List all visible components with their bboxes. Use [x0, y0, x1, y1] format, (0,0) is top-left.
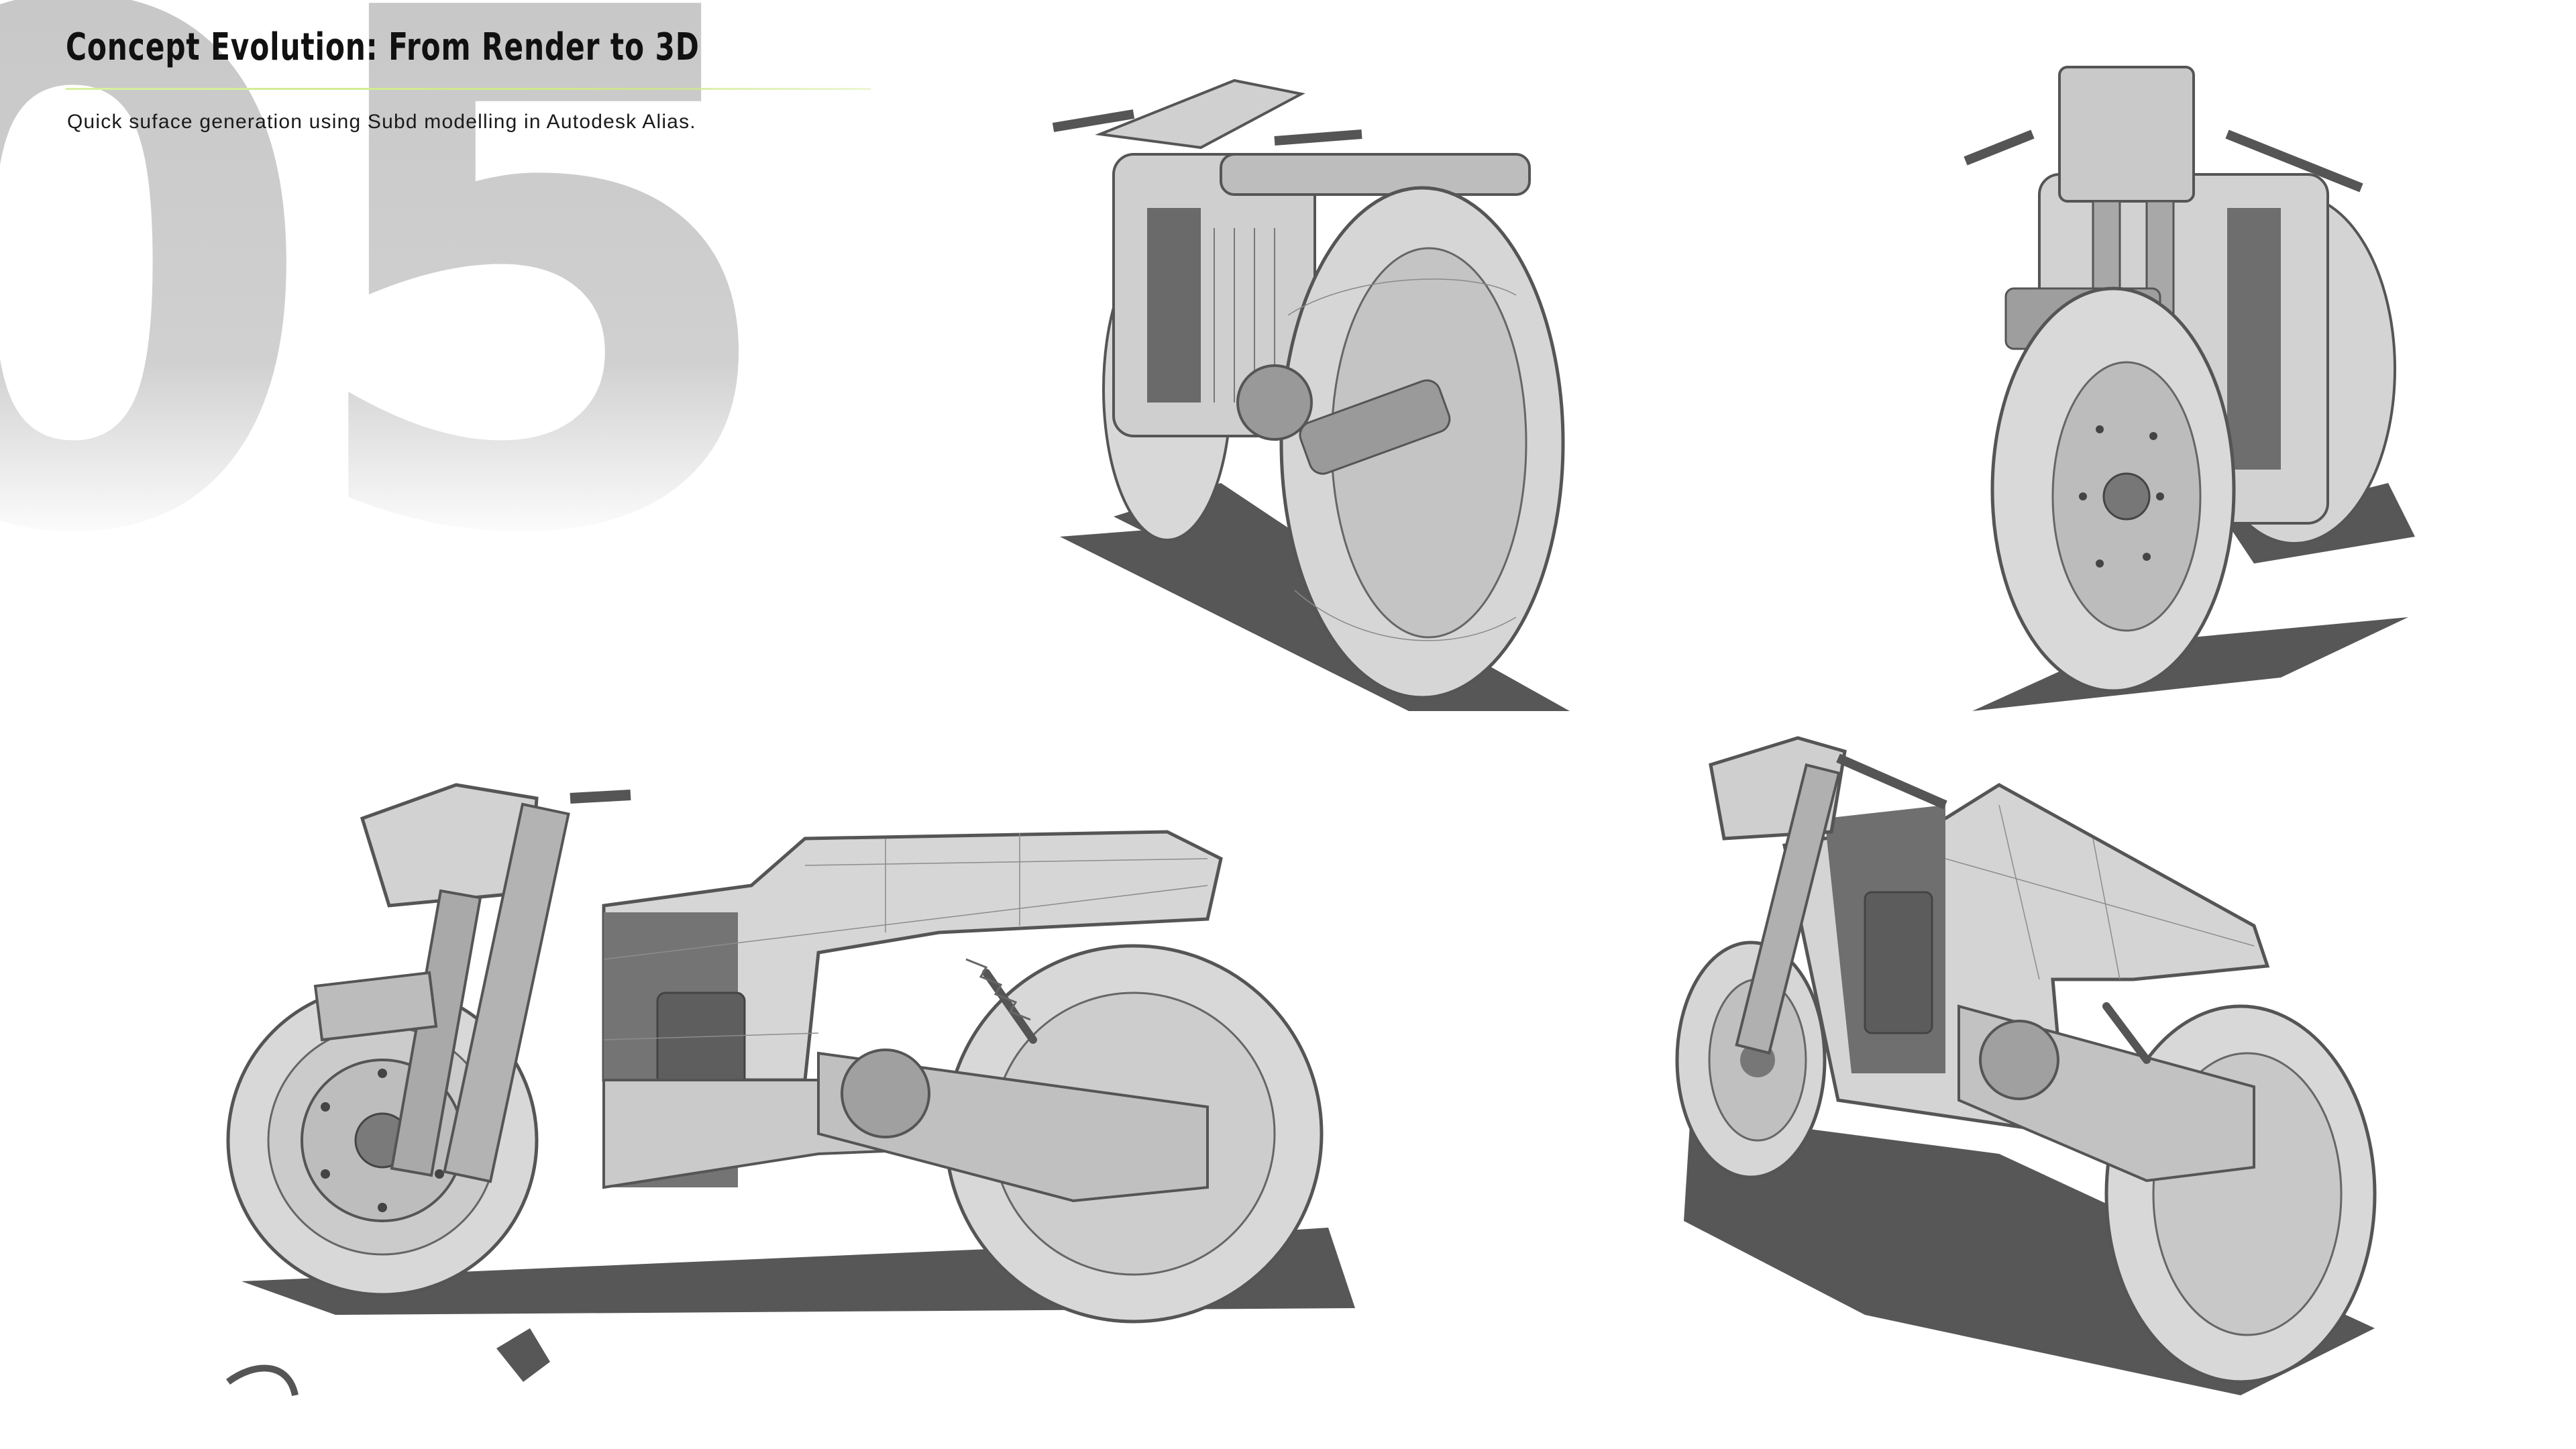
motorcycle-render-front-quarter: [1964, 66, 2415, 711]
motorcycle-render-side: [226, 783, 1355, 1397]
motorcycle-render-side-quarter: [1675, 736, 2377, 1395]
title-underline: [66, 88, 871, 90]
page-title: Concept Evolution: From Render to 3D: [66, 25, 700, 69]
model-view-side: [215, 758, 1436, 1442]
model-view-front-quarter: [1945, 54, 2415, 711]
page-subtitle: Quick suface generation using Subd model…: [67, 111, 696, 133]
motorcycle-render-rear-quarter: [1052, 78, 1570, 711]
model-view-side-quarter: [1664, 724, 2428, 1409]
section-number: 05: [0, 0, 788, 631]
model-view-rear-quarter: [1033, 54, 1583, 711]
